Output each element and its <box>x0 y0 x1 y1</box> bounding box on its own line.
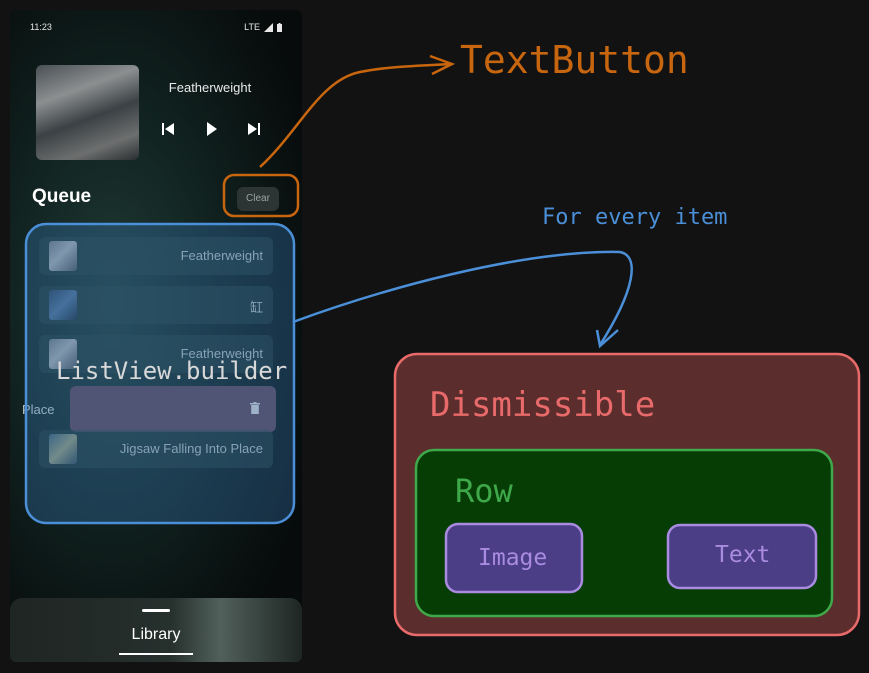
queue-item[interactable]: Featherweight <box>39 335 273 373</box>
bottom-navigation: Library <box>10 598 302 662</box>
textbutton-highlight <box>222 173 300 218</box>
queue-item[interactable]: Jigsaw Falling Into Place <box>39 430 273 468</box>
queue-item-thumbnail <box>49 290 77 320</box>
queue-item[interactable]: Featherweight <box>39 237 273 275</box>
skip-previous-icon[interactable] <box>157 118 179 140</box>
for-every-item-annotation: For every item <box>542 205 728 230</box>
phone-screenshot: 11:23 LTE Featherweight Queue Clear Feat… <box>10 10 302 662</box>
signal-icon <box>264 22 273 32</box>
textbutton-arrow <box>259 62 451 168</box>
dismiss-background[interactable] <box>70 386 276 432</box>
queue-item-thumbnail <box>49 434 77 464</box>
queue-item-thumbnail <box>49 241 77 271</box>
queue-item-title: 缸 <box>250 297 263 316</box>
text-box <box>666 523 818 590</box>
delete-icon <box>250 402 260 414</box>
textbutton-annotation: TextButton <box>460 38 689 82</box>
queue-item-title: Jigsaw Falling Into Place <box>120 441 263 456</box>
status-time: 11:23 <box>30 22 52 32</box>
status-network: LTE <box>244 22 282 32</box>
queue-item-thumbnail <box>49 339 77 369</box>
album-art[interactable] <box>36 65 139 160</box>
now-playing-title: Featherweight <box>168 80 252 95</box>
status-bar: 11:23 LTE <box>30 22 282 36</box>
battery-icon <box>277 22 282 32</box>
image-box <box>444 522 584 594</box>
queue-item-title: Featherweight <box>181 346 263 361</box>
queue-heading: Queue <box>32 186 92 207</box>
text-annotation: Text <box>715 542 771 568</box>
image-annotation: Image <box>478 545 548 571</box>
nav-library[interactable]: Library <box>131 626 181 643</box>
item-arrowhead <box>595 329 619 349</box>
dismissible-annotation: Dismissible <box>430 385 656 425</box>
skip-next-icon[interactable] <box>243 118 265 140</box>
player-controls <box>155 118 265 140</box>
queue-item-title: Featherweight <box>181 248 263 263</box>
play-icon[interactable] <box>200 118 222 140</box>
item-arrow <box>292 250 633 346</box>
clear-button[interactable]: Clear <box>237 187 279 211</box>
listview-annotation: ListView.builder <box>56 357 288 385</box>
listview-highlight <box>24 222 296 525</box>
textbutton-arrowhead <box>429 54 456 76</box>
network-label: LTE <box>244 22 260 32</box>
nav-indicator <box>142 609 170 612</box>
swiped-item-title: Place <box>22 402 55 417</box>
nav-underline <box>119 653 193 655</box>
row-annotation: Row <box>455 472 513 510</box>
queue-item[interactable]: 缸 <box>39 286 273 324</box>
